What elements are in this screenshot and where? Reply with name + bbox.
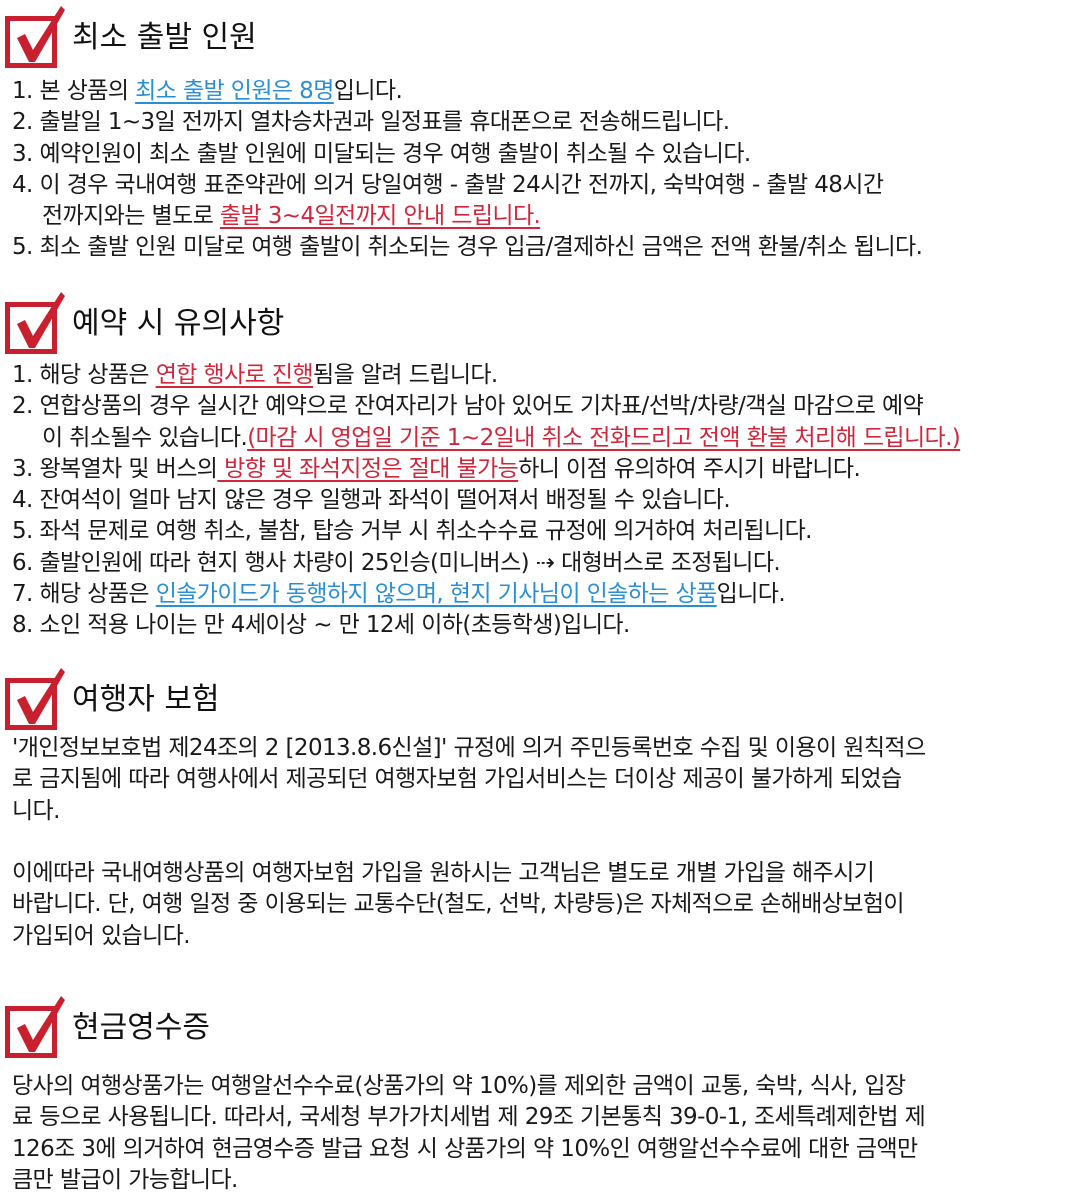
section-body: '개인정보보호법 제24조의 2 [2013.8.6신설]' 규정에 의거 주민… bbox=[0, 733, 1080, 952]
text-line: 8. 소인 적용 나이는 만 4세이상 ~ 만 12세 이하(초등학생)입니다. bbox=[0, 610, 1080, 641]
text-line: 료 등으로 사용됩니다. 따라서, 국세청 부가가치세법 제 29조 기본통칙 … bbox=[0, 1102, 1080, 1133]
text-segment: 당사의 여행상품가는 여행알선수수료(상품가의 약 10%)를 제외한 금액이 … bbox=[12, 1073, 906, 1099]
text-segment: 입니다. bbox=[716, 581, 786, 608]
text-segment: 입니다. bbox=[333, 78, 403, 104]
text-segment: 6. 출발인원에 따라 현지 행사 차량이 25인승(미니버스) ⇢ 대형버스로… bbox=[12, 549, 781, 576]
checkbox-checked-icon bbox=[5, 994, 67, 1058]
text-segment: 126조 3에 의거하여 현금영수증 발급 요청 시 상품가의 약 10%인 여… bbox=[12, 1135, 918, 1162]
text-line: 이에따라 국내여행상품의 여행자보험 가입을 원하시는 고객님은 별도로 개별 … bbox=[0, 858, 1080, 889]
section-header: 최소 출발 인원 bbox=[0, 4, 1080, 70]
text-line: 1. 해당 상품은 연합 행사로 진행됨을 알려 드립니다. bbox=[0, 360, 1080, 391]
checkbox-checked-icon bbox=[5, 4, 67, 68]
text-line: 니다. bbox=[0, 796, 1080, 827]
text-segment: 5. 최소 출발 인원 미달로 여행 출발이 취소되는 경우 입금/결제하신 금… bbox=[12, 234, 923, 261]
section-body: 1. 본 상품의 최소 출발 인원은 8명입니다.2. 출발일 1~3일 전까지… bbox=[0, 76, 1080, 264]
text-line: 4. 이 경우 국내여행 표준약관에 의거 당일여행 - 출발 24시간 전까지… bbox=[0, 170, 1080, 201]
section-title: 최소 출발 인원 bbox=[72, 20, 257, 55]
section-header: 여행자 보험 bbox=[0, 666, 1080, 732]
section-body: 1. 해당 상품은 연합 행사로 진행됨을 알려 드립니다.2. 연합상품의 경… bbox=[0, 360, 1080, 642]
text-line: 3. 예약인원이 최소 출발 인원에 미달되는 경우 여행 출발이 취소될 수 … bbox=[0, 139, 1080, 170]
text-line: '개인정보보호법 제24조의 2 [2013.8.6신설]' 규정에 의거 주민… bbox=[0, 733, 1080, 764]
section-title: 여행자 보험 bbox=[72, 682, 220, 717]
text-segment: 니다. bbox=[12, 797, 60, 824]
highlighted-text: 인솔가이드가 동행하지 않으며, 현지 기사님이 인솔하는 상품 bbox=[155, 581, 718, 608]
highlighted-text: 연합 행사로 진행 bbox=[155, 362, 314, 388]
text-line: 이 취소될수 있습니다.(마감 시 영업일 기준 1~2일내 취소 전화드리고 … bbox=[0, 423, 1080, 454]
text-line: 6. 출발인원에 따라 현지 행사 차량이 25인승(미니버스) ⇢ 대형버스로… bbox=[0, 548, 1080, 579]
text-segment: 3. 왕복열차 및 버스의 bbox=[12, 455, 218, 482]
checkbox-checked-icon bbox=[5, 290, 67, 354]
text-line: 가입되어 있습니다. bbox=[0, 921, 1080, 952]
checkbox-checked-icon bbox=[5, 666, 67, 730]
text-segment: 됨을 알려 드립니다. bbox=[313, 362, 498, 388]
text-segment: 2. 연합상품의 경우 실시간 예약으로 잔여자리가 남아 있어도 기차표/선박… bbox=[12, 393, 924, 420]
highlighted-text: (마감 시 영업일 기준 1~2일내 취소 전화드리고 전액 환불 처리해 드립… bbox=[247, 424, 961, 451]
text-segment: 3. 예약인원이 최소 출발 인원에 미달되는 경우 여행 출발이 취소될 수 … bbox=[12, 140, 751, 167]
text-segment: 큼만 발급이 가능합니다. bbox=[12, 1166, 238, 1193]
section-body: 당사의 여행상품가는 여행알선수수료(상품가의 약 10%)를 제외한 금액이 … bbox=[0, 1071, 1080, 1196]
text-line: 로 금지됨에 따라 여행사에서 제공되던 여행자보험 가입서비스는 더이상 제공… bbox=[0, 764, 1080, 795]
text-segment: 전까지와는 별도로 bbox=[42, 203, 220, 230]
section-header: 예약 시 유의사항 bbox=[0, 290, 1080, 356]
text-line: 2. 출발일 1~3일 전까지 열차승차권과 일정표를 휴대폰으로 전송해드립니… bbox=[0, 107, 1080, 138]
text-line: 4. 잔여석이 얼마 남지 않은 경우 일행과 좌석이 떨어져서 배정될 수 있… bbox=[0, 485, 1080, 516]
text-segment: 4. 잔여석이 얼마 남지 않은 경우 일행과 좌석이 떨어져서 배정될 수 있… bbox=[12, 487, 731, 514]
section-header: 현금영수증 bbox=[0, 994, 1080, 1060]
section-title: 예약 시 유의사항 bbox=[72, 306, 285, 341]
text-line: 5. 최소 출발 인원 미달로 여행 출발이 취소되는 경우 입금/결제하신 금… bbox=[0, 232, 1080, 263]
text-line: 2. 연합상품의 경우 실시간 예약으로 잔여자리가 남아 있어도 기차표/선박… bbox=[0, 391, 1080, 422]
text-segment: 2. 출발일 1~3일 전까지 열차승차권과 일정표를 휴대폰으로 전송해드립니… bbox=[12, 109, 730, 136]
blank-line bbox=[0, 827, 1080, 858]
text-segment: 가입되어 있습니다. bbox=[12, 922, 191, 949]
text-line: 5. 좌석 문제로 여행 취소, 불참, 탑승 거부 시 취소수수료 규정에 의… bbox=[0, 516, 1080, 547]
text-segment: 8. 소인 적용 나이는 만 4세이상 ~ 만 12세 이하(초등학생)입니다. bbox=[12, 612, 630, 639]
section-travel-insurance: 여행자 보험 '개인정보보호법 제24조의 2 [2013.8.6신설]' 규정에… bbox=[0, 666, 1080, 952]
text-segment: 로 금지됨에 따라 여행사에서 제공되던 여행자보험 가입서비스는 더이상 제공… bbox=[12, 766, 902, 793]
text-segment: 료 등으로 사용됩니다. 따라서, 국세청 부가가치세법 제 29조 기본통칙 … bbox=[12, 1104, 926, 1131]
text-segment: 바랍니다. 단, 여행 일정 중 이용되는 교통수단(철도, 선박, 차량등)은… bbox=[12, 891, 905, 918]
text-segment: 4. 이 경우 국내여행 표준약관에 의거 당일여행 - 출발 24시간 전까지… bbox=[12, 171, 884, 198]
text-line: 126조 3에 의거하여 현금영수증 발급 요청 시 상품가의 약 10%인 여… bbox=[0, 1134, 1080, 1165]
text-segment: 5. 좌석 문제로 여행 취소, 불참, 탑승 거부 시 취소수수료 규정에 의… bbox=[12, 518, 812, 545]
text-line: 7. 해당 상품은 인솔가이드가 동행하지 않으며, 현지 기사님이 인솔하는 … bbox=[0, 579, 1080, 610]
text-line: 당사의 여행상품가는 여행알선수수료(상품가의 약 10%)를 제외한 금액이 … bbox=[0, 1071, 1080, 1102]
text-segment: '개인정보보호법 제24조의 2 [2013.8.6신설]' 규정에 의거 주민… bbox=[12, 735, 926, 761]
text-segment: 1. 해당 상품은 bbox=[12, 362, 156, 388]
text-segment: 하니 이점 유의하여 주시기 바랍니다. bbox=[518, 455, 861, 482]
highlighted-text: 최소 출발 인원은 8명 bbox=[135, 78, 334, 104]
section-title: 현금영수증 bbox=[72, 1010, 210, 1045]
text-segment: 이에따라 국내여행상품의 여행자보험 가입을 원하시는 고객님은 별도로 개별 … bbox=[12, 860, 875, 887]
text-line: 전까지와는 별도로 출발 3~4일전까지 안내 드립니다. bbox=[0, 201, 1080, 232]
text-line: 3. 왕복열차 및 버스의 방향 및 좌석지정은 절대 불가능하니 이점 유의하… bbox=[0, 454, 1080, 485]
highlighted-text: 출발 3~4일전까지 안내 드립니다. bbox=[219, 203, 541, 230]
text-line: 바랍니다. 단, 여행 일정 중 이용되는 교통수단(철도, 선박, 차량등)은… bbox=[0, 889, 1080, 920]
highlighted-text: 방향 및 좌석지정은 절대 불가능 bbox=[217, 455, 519, 482]
text-segment: 7. 해당 상품은 bbox=[12, 581, 156, 608]
text-line: 큼만 발급이 가능합니다. bbox=[0, 1165, 1080, 1196]
text-line: 1. 본 상품의 최소 출발 인원은 8명입니다. bbox=[0, 76, 1080, 107]
text-segment: 1. 본 상품의 bbox=[12, 78, 136, 104]
text-segment: 이 취소될수 있습니다. bbox=[42, 424, 248, 451]
